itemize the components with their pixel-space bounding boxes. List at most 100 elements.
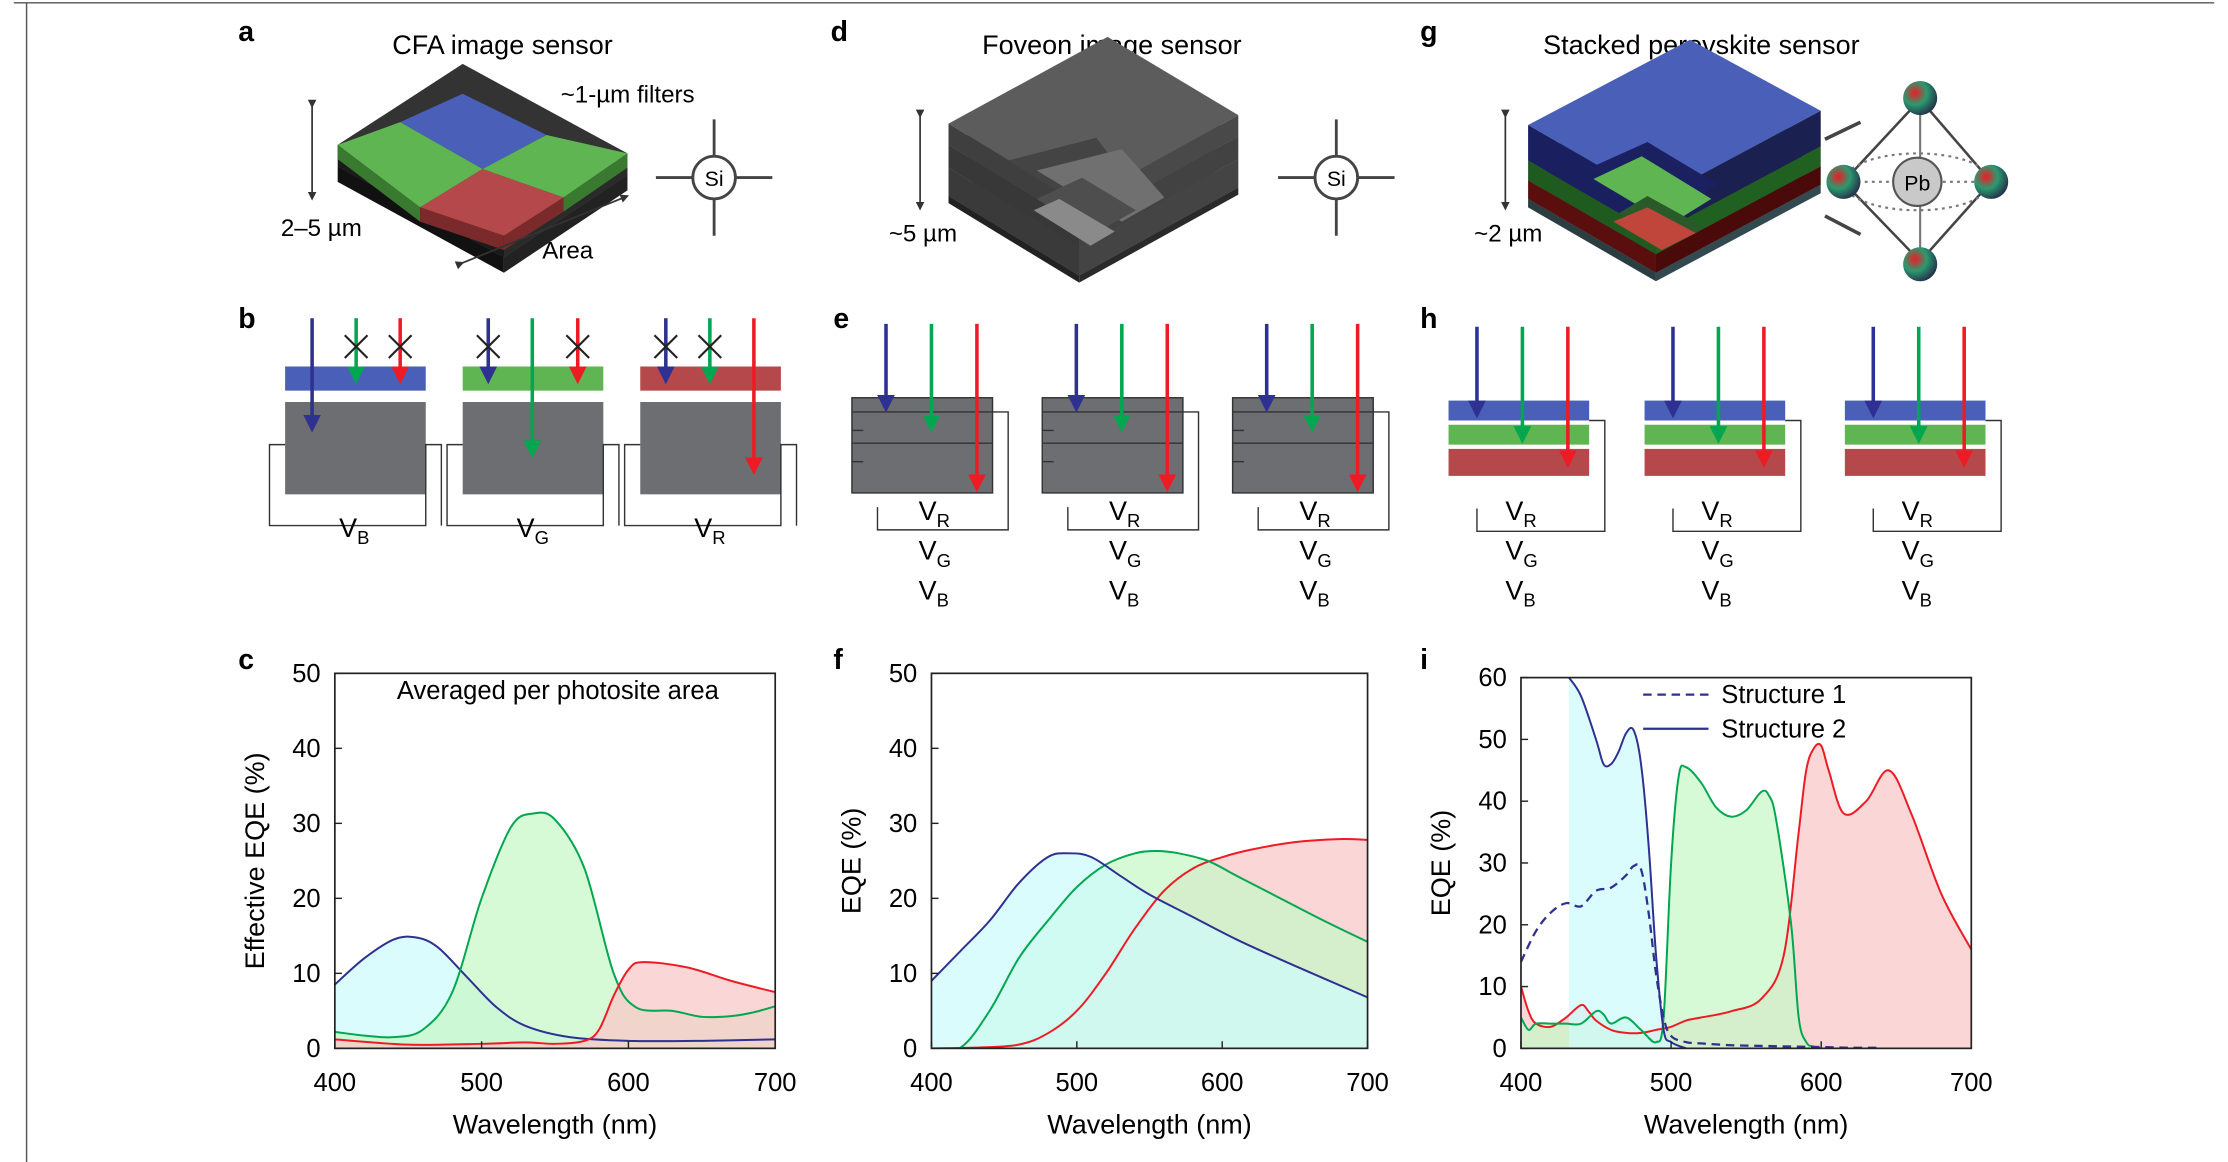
y-axis-label: EQE (%)	[1426, 810, 1456, 916]
y-axis-label: EQE (%)	[836, 808, 866, 914]
halide-atom	[1903, 80, 1938, 116]
plot-area	[334, 811, 776, 1049]
panel-letter-c: c	[238, 644, 254, 676]
svg-text:VR: VR	[1109, 496, 1140, 531]
y-tick-label: 30	[889, 810, 917, 838]
red-eqe-curve	[1520, 742, 1972, 1035]
x-axis-label: Wavelength (nm)	[453, 1110, 657, 1140]
panel-d: d Foveon image sensor ~5 µm	[831, 16, 1395, 283]
panel-e: e VR VG VB VR VG VB	[833, 303, 1390, 611]
panel-h: h VR VG VB VR VG VB	[1420, 303, 2002, 611]
filter-green-left	[337, 122, 483, 208]
svg-text:VR: VR	[1505, 496, 1536, 531]
pb-label: Pb	[1904, 171, 1930, 195]
chart-annotation: Averaged per photosite area	[397, 677, 720, 705]
x-axis-label: Wavelength (nm)	[1644, 1110, 1848, 1140]
green-area-fill	[334, 812, 776, 1049]
y-tick-label: 0	[1493, 1035, 1507, 1063]
panel-d-height-label: ~5 µm	[889, 220, 957, 247]
svg-text:VG: VG	[517, 513, 549, 548]
filter-blue	[400, 93, 547, 170]
y-tick-label: 20	[1478, 911, 1506, 939]
svg-text:Si: Si	[705, 167, 724, 191]
x-tick-label: 500	[1056, 1069, 1099, 1097]
green-area-fill	[1520, 765, 1822, 1049]
foveon-block	[948, 36, 1239, 283]
x-tick-label: 500	[1650, 1069, 1693, 1097]
red-area-fill	[1520, 743, 1972, 1049]
x-tick-label: 700	[1346, 1069, 1389, 1097]
green-eqe-curve	[1520, 764, 1822, 1049]
svg-text:VB: VB	[339, 513, 369, 548]
halide-atom	[1826, 164, 1861, 199]
panel-letter-f: f	[833, 644, 843, 676]
red-eqe-curve	[334, 961, 776, 1046]
red-area-fill	[334, 962, 776, 1049]
y-tick-label: 0	[903, 1035, 917, 1063]
cfa-pixel-blue: VB	[268, 318, 443, 548]
svg-text:VB: VB	[1109, 575, 1139, 610]
x-tick-label: 600	[1201, 1069, 1244, 1097]
x-tick-label: 400	[910, 1069, 953, 1097]
blue-eqe-curve	[1568, 677, 1687, 1049]
legend-label: Structure 2	[1721, 715, 1846, 743]
perovskite-octahedron: Pb	[1824, 80, 2009, 282]
foveon-pixel: VR VG VB	[1041, 323, 1200, 611]
si-atom-d: Si	[1278, 119, 1395, 236]
green-eqe-curve	[931, 850, 1368, 1049]
y-tick-label: 10	[889, 960, 917, 988]
svg-text:VB: VB	[919, 575, 949, 610]
svg-text:VG: VG	[1109, 536, 1141, 571]
y-tick-label: 40	[1478, 788, 1506, 816]
panel-letter-i: i	[1420, 644, 1428, 676]
halide-atom	[1974, 164, 2009, 199]
plot-frame	[930, 672, 1369, 1050]
y-tick-label: 50	[292, 660, 320, 688]
svg-text:Si: Si	[1327, 167, 1346, 191]
blue-area-fill	[931, 853, 1368, 1049]
y-tick-label: 40	[889, 735, 917, 763]
x-tick-label: 600	[1800, 1069, 1843, 1097]
panel-letter-b: b	[238, 303, 255, 335]
y-tick-label: 30	[1478, 850, 1506, 878]
svg-text:VB: VB	[1505, 575, 1535, 610]
y-axis-label: Effective EQE (%)	[240, 752, 270, 969]
y-tick-label: 40	[292, 735, 320, 763]
y-tick-label: 10	[1478, 973, 1506, 1001]
svg-text:VR: VR	[1902, 496, 1933, 531]
svg-text:VG: VG	[1701, 536, 1733, 571]
panel-letter-d: d	[831, 16, 848, 48]
panel-a: a CFA image sensor 2–5 µm Area ~1-µm fil…	[238, 16, 773, 273]
red-eqe-curve	[931, 838, 1368, 1049]
y-tick-label: 20	[889, 885, 917, 913]
panel-b: b VB VG	[238, 303, 798, 548]
panel-letter-h: h	[1420, 303, 1437, 335]
blue-eqe-curve	[334, 935, 776, 1043]
perovskite-pixel: VR VG VB	[1448, 326, 1606, 611]
x-tick-label: 600	[607, 1069, 650, 1097]
blue-area-fill	[1568, 677, 1687, 1049]
svg-text:VB: VB	[1902, 575, 1932, 610]
perovskite-pixel: VR VG VB	[1644, 326, 1802, 611]
panel-a-filter-label: ~1-µm filters	[561, 81, 695, 108]
y-tick-label: 10	[292, 960, 320, 988]
si-atom-a: Si	[655, 119, 773, 236]
cfa-pixel-green: VG	[446, 318, 620, 548]
panel-letter-a: a	[238, 16, 254, 48]
y-tick-label: 0	[306, 1035, 320, 1063]
svg-text:VR: VR	[919, 496, 950, 531]
y-tick-label: 20	[292, 885, 320, 913]
panel-a-height-label: 2–5 µm	[281, 215, 362, 242]
panel-letter-e: e	[833, 303, 849, 335]
x-tick-label: 400	[314, 1069, 357, 1097]
plot-frame	[333, 672, 777, 1050]
svg-text:VB: VB	[1299, 575, 1329, 610]
y-tick-label: 50	[1478, 726, 1506, 754]
svg-text:VR: VR	[1701, 496, 1732, 531]
green-eqe-curve	[334, 811, 776, 1039]
